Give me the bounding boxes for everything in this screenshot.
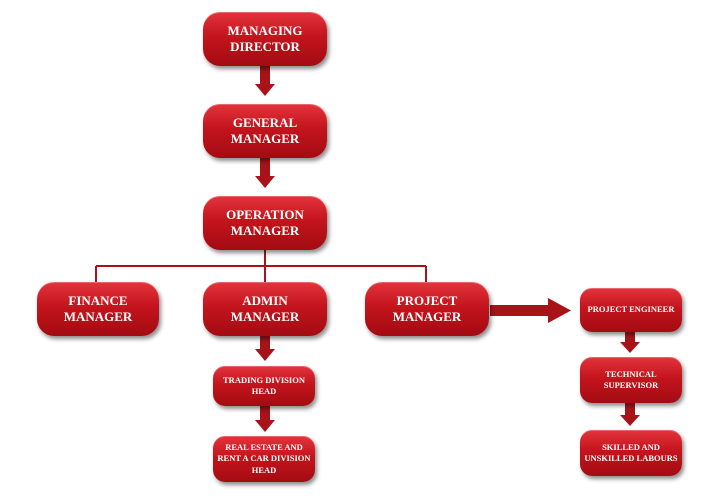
arrow-supervisor-to-labours [620, 403, 640, 426]
node-project-manager: PROJECT MANAGER [365, 282, 489, 336]
arrow-admin-to-trading [255, 336, 275, 361]
node-project-engineer: PROJECT ENGINEER [580, 288, 682, 332]
arrow-trading-to-realestate [255, 406, 275, 432]
node-technical-supervisor: TECHNICAL SUPERVISOR [580, 357, 682, 403]
arrow-engineer-to-supervisor [620, 332, 640, 353]
arrow-pm-to-engineer [490, 298, 571, 323]
node-managing-director: MANAGING DIRECTOR [203, 12, 327, 66]
arrow-gm-to-om [255, 158, 275, 188]
node-admin-manager: ADMIN MANAGER [203, 282, 327, 336]
node-skilled-unskilled-labours: SKILLED AND UNSKILLED LABOURS [580, 430, 682, 476]
node-operation-manager: OPERATION MANAGER [203, 196, 327, 250]
arrow-md-to-gm [255, 66, 275, 96]
node-trading-division-head: TRADING DIVISION HEAD [213, 366, 315, 406]
node-general-manager: GENERAL MANAGER [203, 104, 327, 158]
node-real-estate-division-head: REAL ESTATE AND RENT A CAR DIVISION HEAD [213, 436, 315, 482]
node-finance-manager: FINANCE MANAGER [37, 282, 159, 336]
branch-connector [95, 250, 427, 282]
